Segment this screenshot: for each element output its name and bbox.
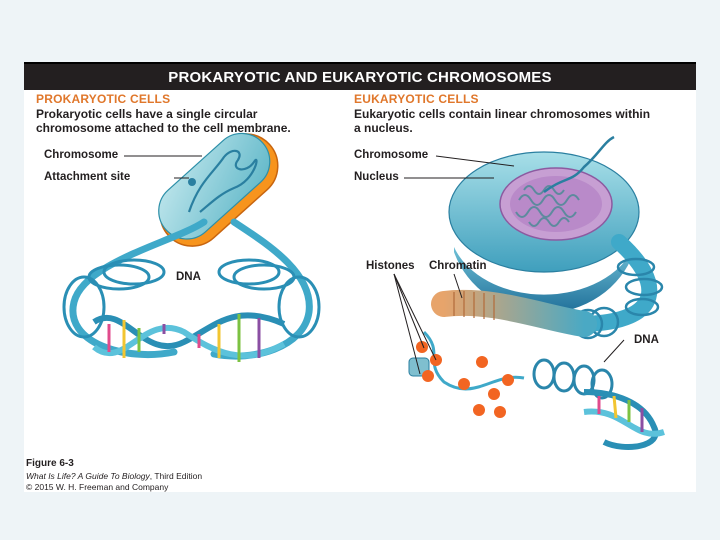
eukaryotic-heading: EUKARYOTIC CELLS [354,92,479,106]
prokaryotic-description: Prokaryotic cells have a single circular… [36,107,356,135]
histone-beads [408,330,525,418]
figure-number: Figure 6-3 [26,458,74,469]
eukaryotic-desc-line2: a nucleus. [354,121,413,135]
prokaryotic-desc-line1: Prokaryotic cells have a single circular [36,107,258,121]
chromosome-illustration [62,132,665,450]
eukaryotic-nucleus [448,135,640,314]
label-histones: Histones [366,260,415,272]
prokaryotic-dna [62,218,321,362]
label-eukaryotic-dna: DNA [634,334,659,346]
label-prokaryotic-dna: DNA [176,271,201,283]
prokaryotic-cell [158,132,279,247]
figure-title: PROKARYOTIC AND EUKARYOTIC CHROMOSOMES [24,62,696,90]
copyright: © 2015 W. H. Freeman and Company [26,482,169,492]
label-nucleus: Nucleus [354,171,399,183]
figure-slide: PROKARYOTIC AND EUKARYOTIC CHROMOSOMES [24,62,696,492]
eukaryotic-dna-helix [532,358,665,450]
attachment-site-marker [188,178,196,186]
book-title: What Is Life? A Guide To Biology [26,471,150,481]
book-edition: , Third Edition [149,471,203,481]
book-credit: What Is Life? A Guide To Biology, Third … [26,471,202,481]
label-prokaryotic-chromosome: Chromosome [44,149,119,161]
eukaryotic-desc-line1: Eukaryotic cells contain linear chromoso… [354,107,651,121]
label-eukaryotic-chromosome: Chromosome [354,149,429,161]
prokaryotic-heading: PROKARYOTIC CELLS [36,92,171,106]
label-chromatin: Chromatin [429,260,487,272]
eukaryotic-supercoil [431,234,664,340]
eukaryotic-description: Eukaryotic cells contain linear chromoso… [354,107,674,135]
prokaryotic-desc-line2: chromosome attached to the cell membrane… [36,121,291,135]
label-attachment-site: Attachment site [44,171,131,183]
